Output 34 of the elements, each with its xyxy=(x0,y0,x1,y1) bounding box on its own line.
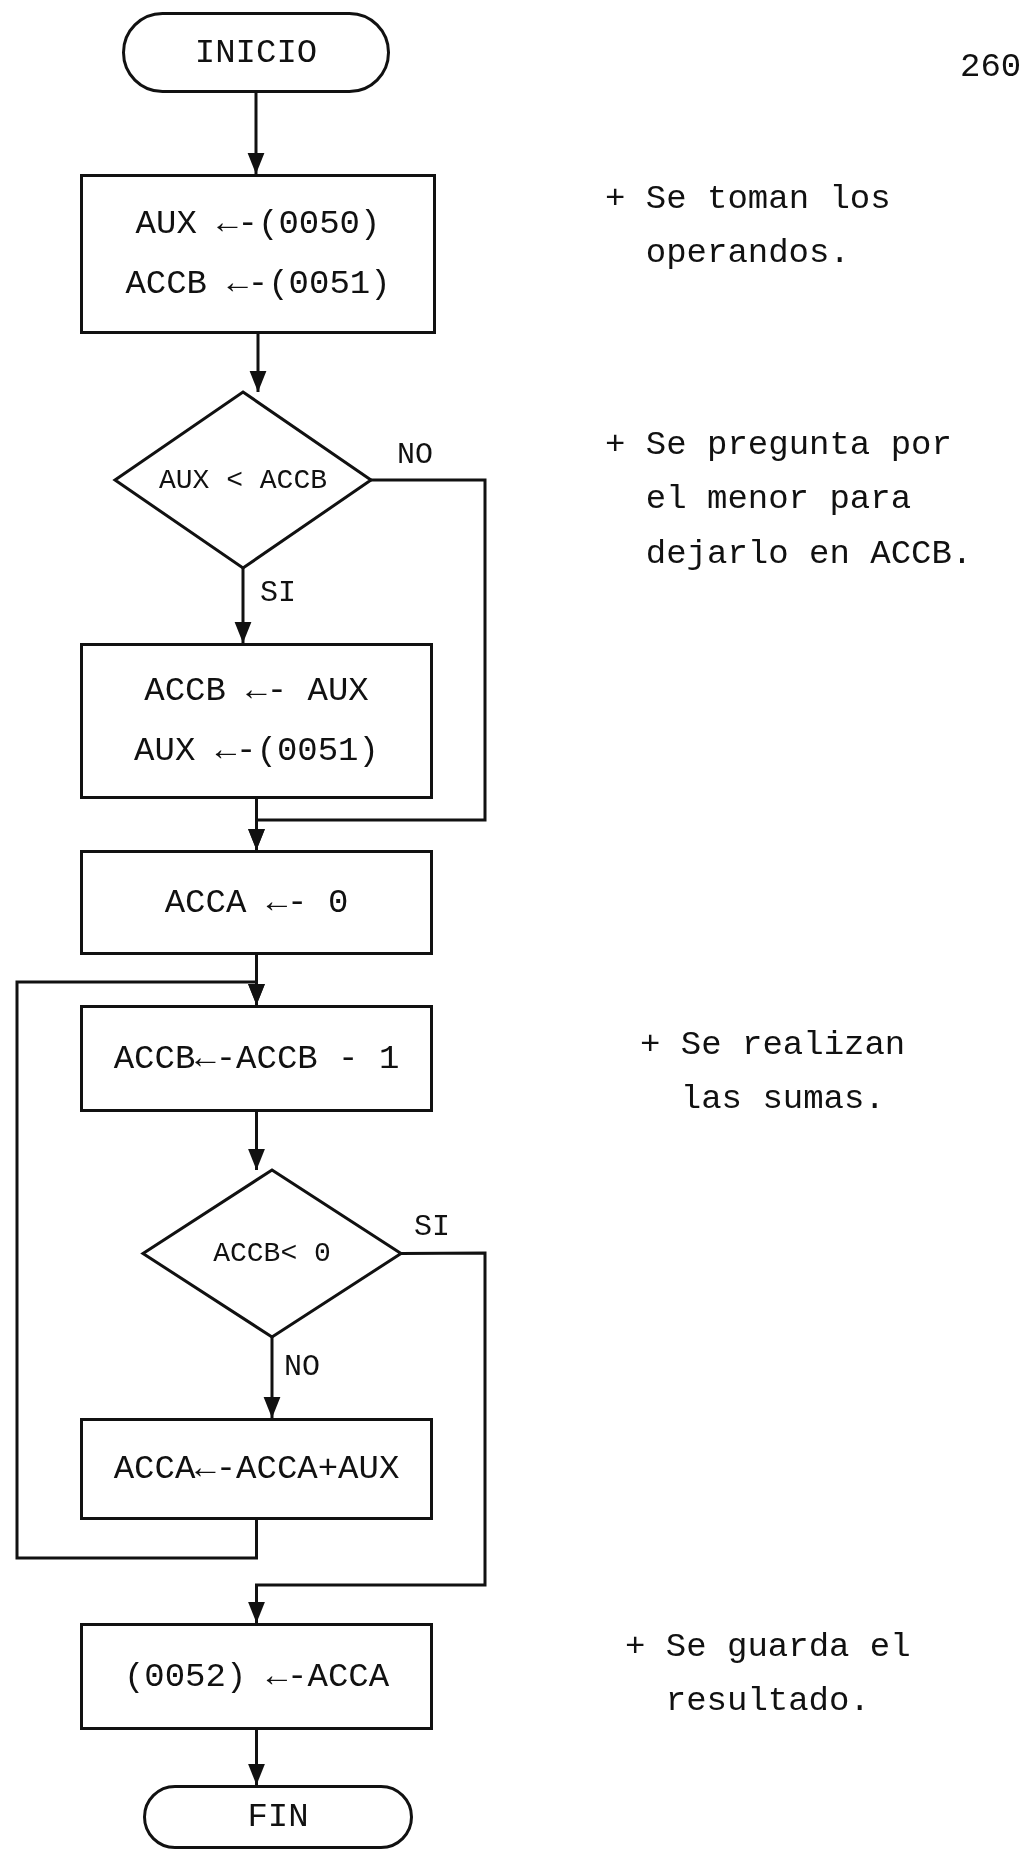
arrow xyxy=(263,1337,281,1418)
statement-text: ACCB←-ACCB - 1 xyxy=(113,1039,400,1078)
arrow xyxy=(248,1730,265,1785)
process-box xyxy=(80,1623,433,1730)
arrow xyxy=(248,1112,265,1170)
arrow xyxy=(15,980,265,1560)
note-text: + Se realizan las sumas. xyxy=(640,1025,907,1121)
statement-text: ACCB ←-(0051) xyxy=(125,265,391,303)
arrow xyxy=(249,334,267,392)
note-text: + Se pregunta por el menor para dejarlo en ACCB. xyxy=(605,425,973,575)
statement-text: AUX < ACCB xyxy=(159,464,327,496)
process-box xyxy=(80,174,436,334)
decision-diamond xyxy=(115,392,371,568)
process-box xyxy=(80,850,433,955)
process-box xyxy=(80,1005,433,1112)
process-box xyxy=(80,1418,433,1520)
statement-text: ACCB ←- AUX xyxy=(144,672,369,710)
statement-text: AUX ←-(0050) xyxy=(135,205,381,243)
decision-diamond xyxy=(143,1170,401,1337)
statement-text: INICIO xyxy=(194,33,318,72)
terminal-shape xyxy=(143,1785,413,1849)
page-number: 260 xyxy=(960,47,1022,88)
arrow xyxy=(234,568,252,643)
statement-text: ACCA←-ACCA+AUX xyxy=(113,1450,400,1488)
statement-text: (0052) ←-ACCA xyxy=(123,1657,390,1696)
statement-text: ACCA ←- 0 xyxy=(164,883,349,922)
statement-text: ACCB< 0 xyxy=(213,1238,331,1269)
note-text: + Se guarda el resultado. xyxy=(625,1627,912,1723)
statement-text: FIN xyxy=(247,1798,309,1836)
note-text: + Se toman los operandos. xyxy=(605,179,892,275)
arrow xyxy=(247,93,265,174)
process-box xyxy=(80,643,433,799)
statement-text: AUX ←-(0051) xyxy=(134,732,379,770)
arrow xyxy=(248,1251,487,1623)
